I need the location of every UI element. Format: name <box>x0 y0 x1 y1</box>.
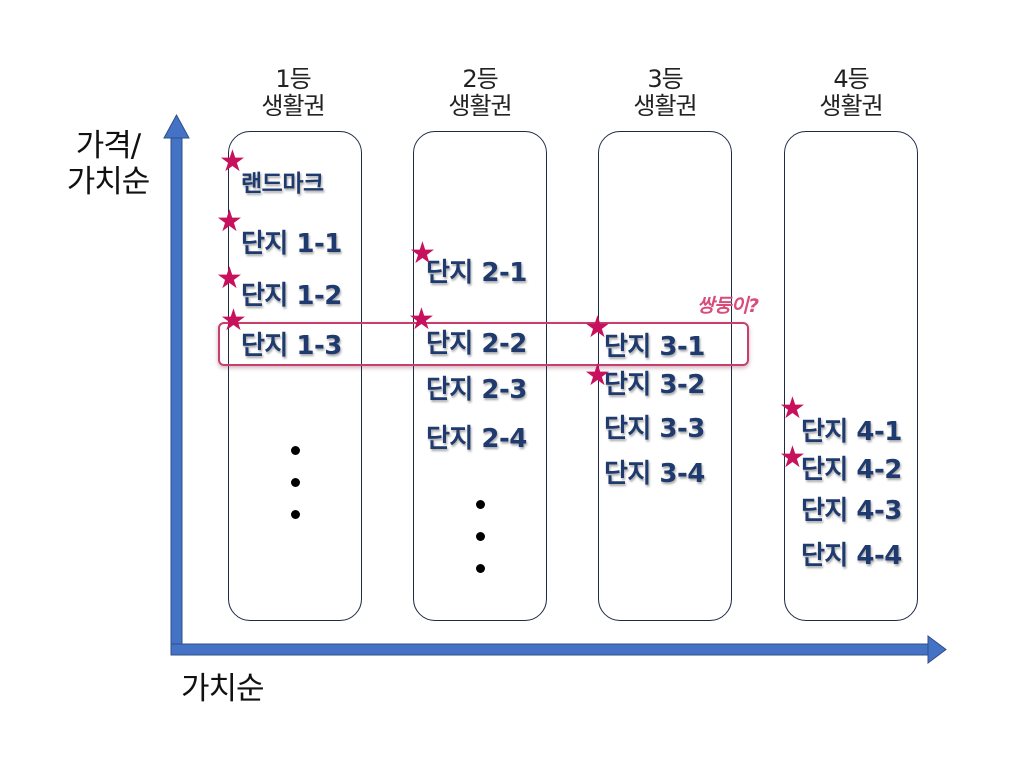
ellipsis-dot <box>476 500 485 509</box>
star-icon: ★ <box>779 440 806 475</box>
item-1-3: 단지 1-3 <box>241 331 342 361</box>
item-3-3: 단지 3-3 <box>604 414 705 444</box>
column-box-4 <box>784 131 918 621</box>
column-box-2 <box>413 131 547 621</box>
item-4-4: 단지 4-4 <box>801 541 902 571</box>
twin-annotation: 쌍둥이? <box>697 295 759 317</box>
item-3-4: 단지 3-4 <box>604 459 705 489</box>
y-axis-label-line1: 가격/ <box>75 128 141 164</box>
column-header-4: 4등 생활권 <box>781 66 921 120</box>
column-rank: 4등 <box>833 65 869 93</box>
star-icon: ★ <box>584 310 611 345</box>
twin-highlight-box <box>218 322 749 366</box>
item-4-1: 단지 4-1 <box>801 417 902 447</box>
column-rank: 3등 <box>647 65 683 93</box>
x-axis-label: 가치순 <box>181 671 265 707</box>
ellipsis-dot <box>476 532 485 541</box>
star-icon: ★ <box>409 236 436 271</box>
column-zone: 생활권 <box>448 92 512 120</box>
item-1-1: 단지 1-1 <box>241 229 342 259</box>
item-3-1: 단지 3-1 <box>604 332 705 362</box>
item-4-2: 단지 4-2 <box>801 455 902 485</box>
y-axis-arrow <box>163 113 190 656</box>
item-1-2: 단지 1-2 <box>241 281 342 311</box>
column-zone: 생활권 <box>819 92 883 120</box>
ellipsis-dot <box>291 510 300 519</box>
x-axis-arrow <box>170 635 947 664</box>
star-icon: ★ <box>219 144 246 179</box>
column-box-1 <box>228 131 362 621</box>
star-icon: ★ <box>408 302 435 337</box>
item-2-1: 단지 2-1 <box>426 258 527 288</box>
item-4-3: 단지 4-3 <box>801 496 902 526</box>
item-landmark: 랜드마크 <box>241 171 324 197</box>
ellipsis-dot <box>291 446 300 455</box>
column-header-1: 1등 생활권 <box>223 66 363 120</box>
star-icon: ★ <box>779 391 806 426</box>
column-rank: 2등 <box>462 65 498 93</box>
column-rank: 1등 <box>275 65 311 93</box>
star-icon: ★ <box>216 261 243 296</box>
item-2-3: 단지 2-3 <box>426 375 527 405</box>
item-2-2: 단지 2-2 <box>426 329 527 359</box>
ellipsis-dot <box>291 478 300 487</box>
y-axis-label: 가격/ 가치순 <box>58 128 158 200</box>
column-header-2: 2등 생활권 <box>410 66 550 120</box>
item-3-2: 단지 3-2 <box>604 370 705 400</box>
star-icon: ★ <box>584 358 611 393</box>
column-zone: 생활권 <box>261 92 325 120</box>
column-box-3 <box>598 131 732 621</box>
column-zone: 생활권 <box>633 92 697 120</box>
ellipsis-dot <box>476 564 485 573</box>
star-icon: ★ <box>216 204 243 239</box>
star-icon: ★ <box>220 303 247 338</box>
y-axis-label-line2: 가치순 <box>66 164 151 200</box>
item-2-4: 단지 2-4 <box>426 424 527 454</box>
column-header-3: 3등 생활권 <box>595 66 735 120</box>
